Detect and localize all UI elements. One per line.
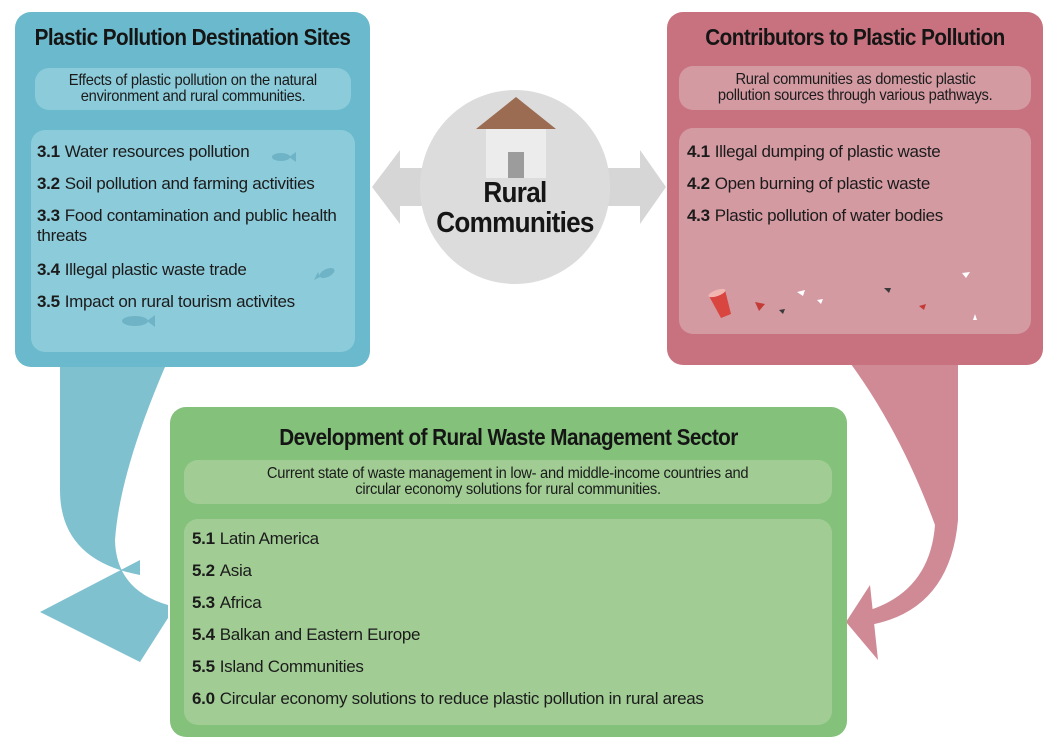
litter-fragment-icon	[797, 290, 805, 296]
litter-fragment-icon	[779, 309, 785, 314]
litter-fragment-icon	[755, 302, 765, 311]
plastic-cup-icon	[709, 290, 731, 318]
left-panel-title: Plastic Pollution Destination Sites	[34, 24, 351, 50]
fish-icon	[122, 315, 155, 327]
litter-fragment-icon	[919, 304, 926, 310]
bottom-panel-title: Development of Rural Waste Management Se…	[279, 424, 738, 450]
right-subtitle-line-1: Rural communities as domestic plastic	[734, 71, 976, 88]
fish-icon	[272, 152, 296, 162]
center-label-line-1: Rural	[483, 177, 547, 209]
center-label: Rural Communities	[420, 178, 610, 238]
center-label-line-2: Communities	[436, 207, 594, 239]
litter-fragment-icon	[817, 299, 823, 304]
bottom-panel-subtitle: Current state of waste management in low…	[184, 460, 832, 504]
left-panel: Plastic Pollution Destination Sites Effe…	[15, 12, 370, 367]
left-subtitle-line-1: Effects of plastic pollution on the natu…	[68, 72, 318, 89]
red-curved-arrow	[846, 360, 958, 640]
litter-fragment-icon	[884, 288, 891, 293]
bottom-subtitle-line-1: Current state of waste management in low…	[267, 465, 749, 482]
blue-curved-arrow	[40, 360, 168, 662]
left-subtitle-line-2: environment and rural communities.	[80, 88, 306, 105]
bottom-subtitle-line-2: circular economy solutions for rural com…	[355, 481, 661, 498]
left-panel-subtitle: Effects of plastic pollution on the natu…	[35, 68, 351, 110]
right-panel-title: Contributors to Plastic Pollution	[705, 24, 1005, 50]
bottom-panel: Development of Rural Waste Management Se…	[170, 407, 847, 737]
litter-fragment-icon	[973, 314, 977, 320]
fish-icons	[122, 152, 335, 327]
fish-icon	[314, 268, 335, 280]
right-panel: Contributors to Plastic Pollution Rural …	[667, 12, 1043, 365]
right-subtitle-line-2: pollution sources through various pathwa…	[717, 87, 993, 104]
plastic-litter-icons	[708, 272, 977, 320]
right-panel-subtitle: Rural communities as domestic plastic po…	[679, 66, 1031, 110]
litter-fragment-icon	[962, 272, 970, 278]
